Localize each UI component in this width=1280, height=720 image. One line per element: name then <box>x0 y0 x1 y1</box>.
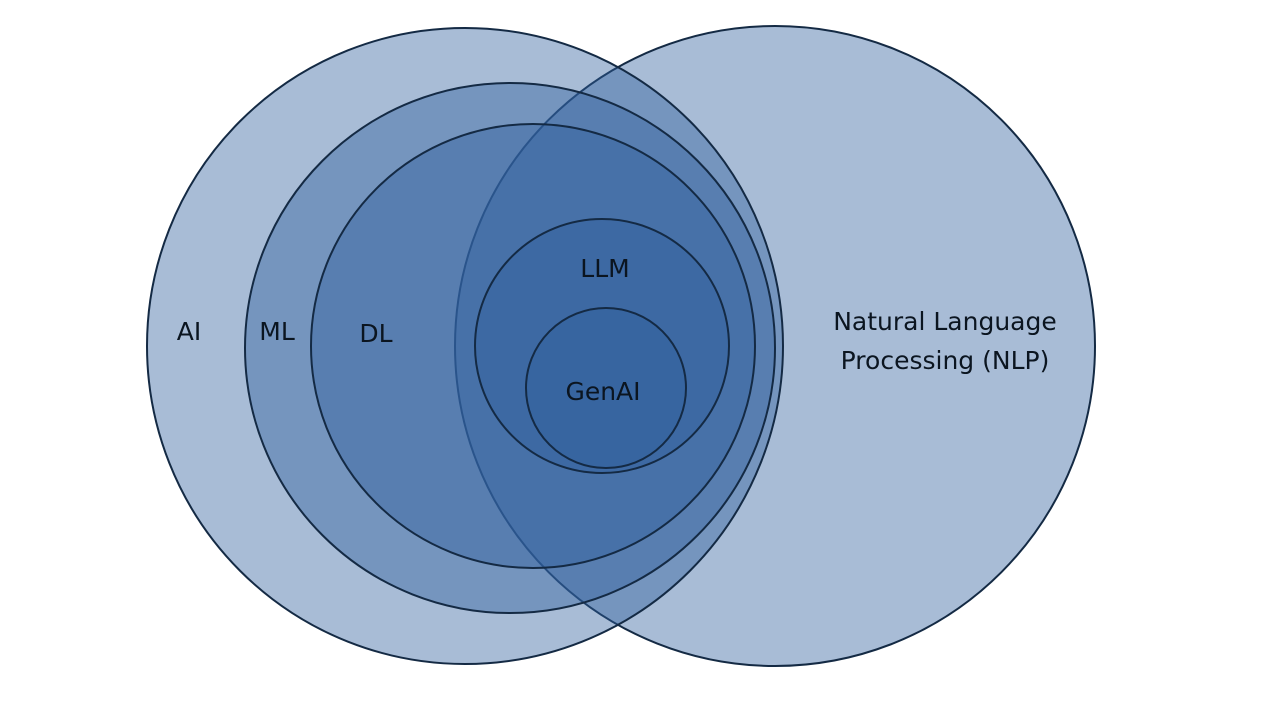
label-dl: DL <box>359 319 392 348</box>
circle-ml <box>244 82 776 614</box>
label-genai: GenAI <box>565 377 640 406</box>
circle-ai <box>146 27 784 665</box>
label-nlp-line2: Processing (NLP) <box>841 346 1050 375</box>
label-llm: LLM <box>580 254 629 283</box>
circle-llm <box>474 218 730 474</box>
label-ai: AI <box>177 317 201 346</box>
label-nlp-line1: Natural Language <box>833 307 1057 336</box>
circle-dl <box>310 123 756 569</box>
label-ml: ML <box>259 317 295 346</box>
circle-genai <box>525 307 687 469</box>
